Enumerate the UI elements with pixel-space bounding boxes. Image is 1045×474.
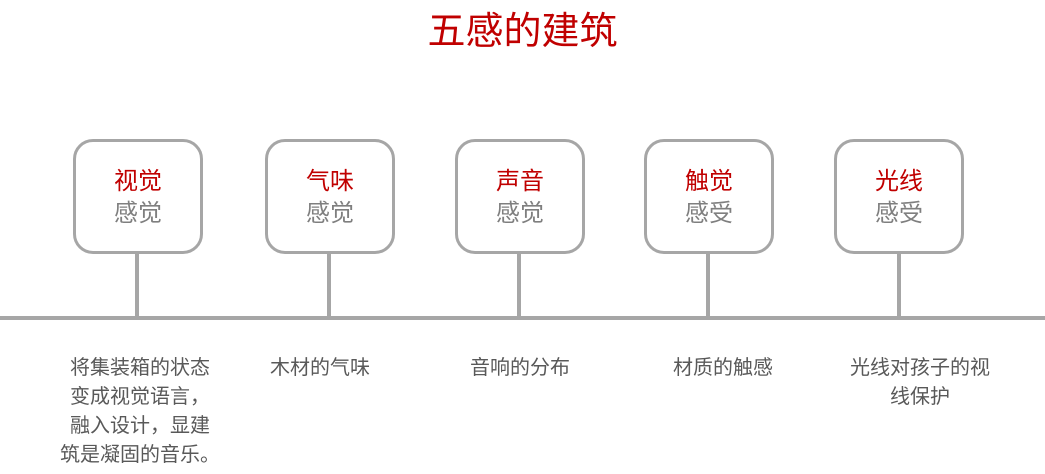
timeline-line: [0, 316, 1045, 320]
description-touch: 材质的触感: [643, 353, 803, 382]
sense-name: 气味: [306, 167, 354, 195]
sense-box-light: 光线 感受: [834, 139, 964, 254]
description-line: 音响的分布: [470, 355, 570, 379]
stem-4: [706, 251, 710, 317]
sense-box-touch: 触觉 感受: [644, 139, 774, 254]
sense-name: 光线: [875, 167, 923, 195]
sense-box-smell: 气味 感觉: [265, 139, 395, 254]
sense-name: 声音: [496, 167, 544, 195]
stem-2: [327, 251, 331, 317]
description-line: 材质的触感: [673, 355, 773, 379]
description-sound: 音响的分布: [440, 353, 600, 382]
description-smell: 木材的气味: [240, 353, 400, 382]
description-line: 筑是凝固的音乐。: [60, 442, 220, 466]
description-line: 融入设计，显建: [70, 413, 210, 437]
sense-type: 感受: [685, 199, 733, 227]
page-title: 五感的建筑: [427, 9, 618, 53]
sense-type: 感觉: [114, 199, 162, 227]
description-line: 线保护: [890, 384, 950, 408]
sense-box-sound: 声音 感觉: [455, 139, 585, 254]
stem-1: [135, 251, 139, 317]
sense-name: 触觉: [685, 167, 733, 195]
description-line: 木材的气味: [270, 355, 370, 379]
stem-5: [897, 251, 901, 317]
description-line: 将集装箱的状态: [70, 355, 210, 379]
description-line: 光线对孩子的视: [850, 355, 990, 379]
description-line: 变成视觉语言，: [70, 384, 210, 408]
sense-type: 感觉: [496, 199, 544, 227]
sense-type: 感觉: [306, 199, 354, 227]
description-light: 光线对孩子的视 线保护: [820, 353, 1020, 411]
stem-3: [517, 251, 521, 317]
sense-name: 视觉: [114, 167, 162, 195]
sense-box-visual: 视觉 感觉: [73, 139, 203, 254]
sense-type: 感受: [875, 199, 923, 227]
description-visual: 将集装箱的状态 变成视觉语言， 融入设计，显建 筑是凝固的音乐。: [40, 353, 240, 469]
